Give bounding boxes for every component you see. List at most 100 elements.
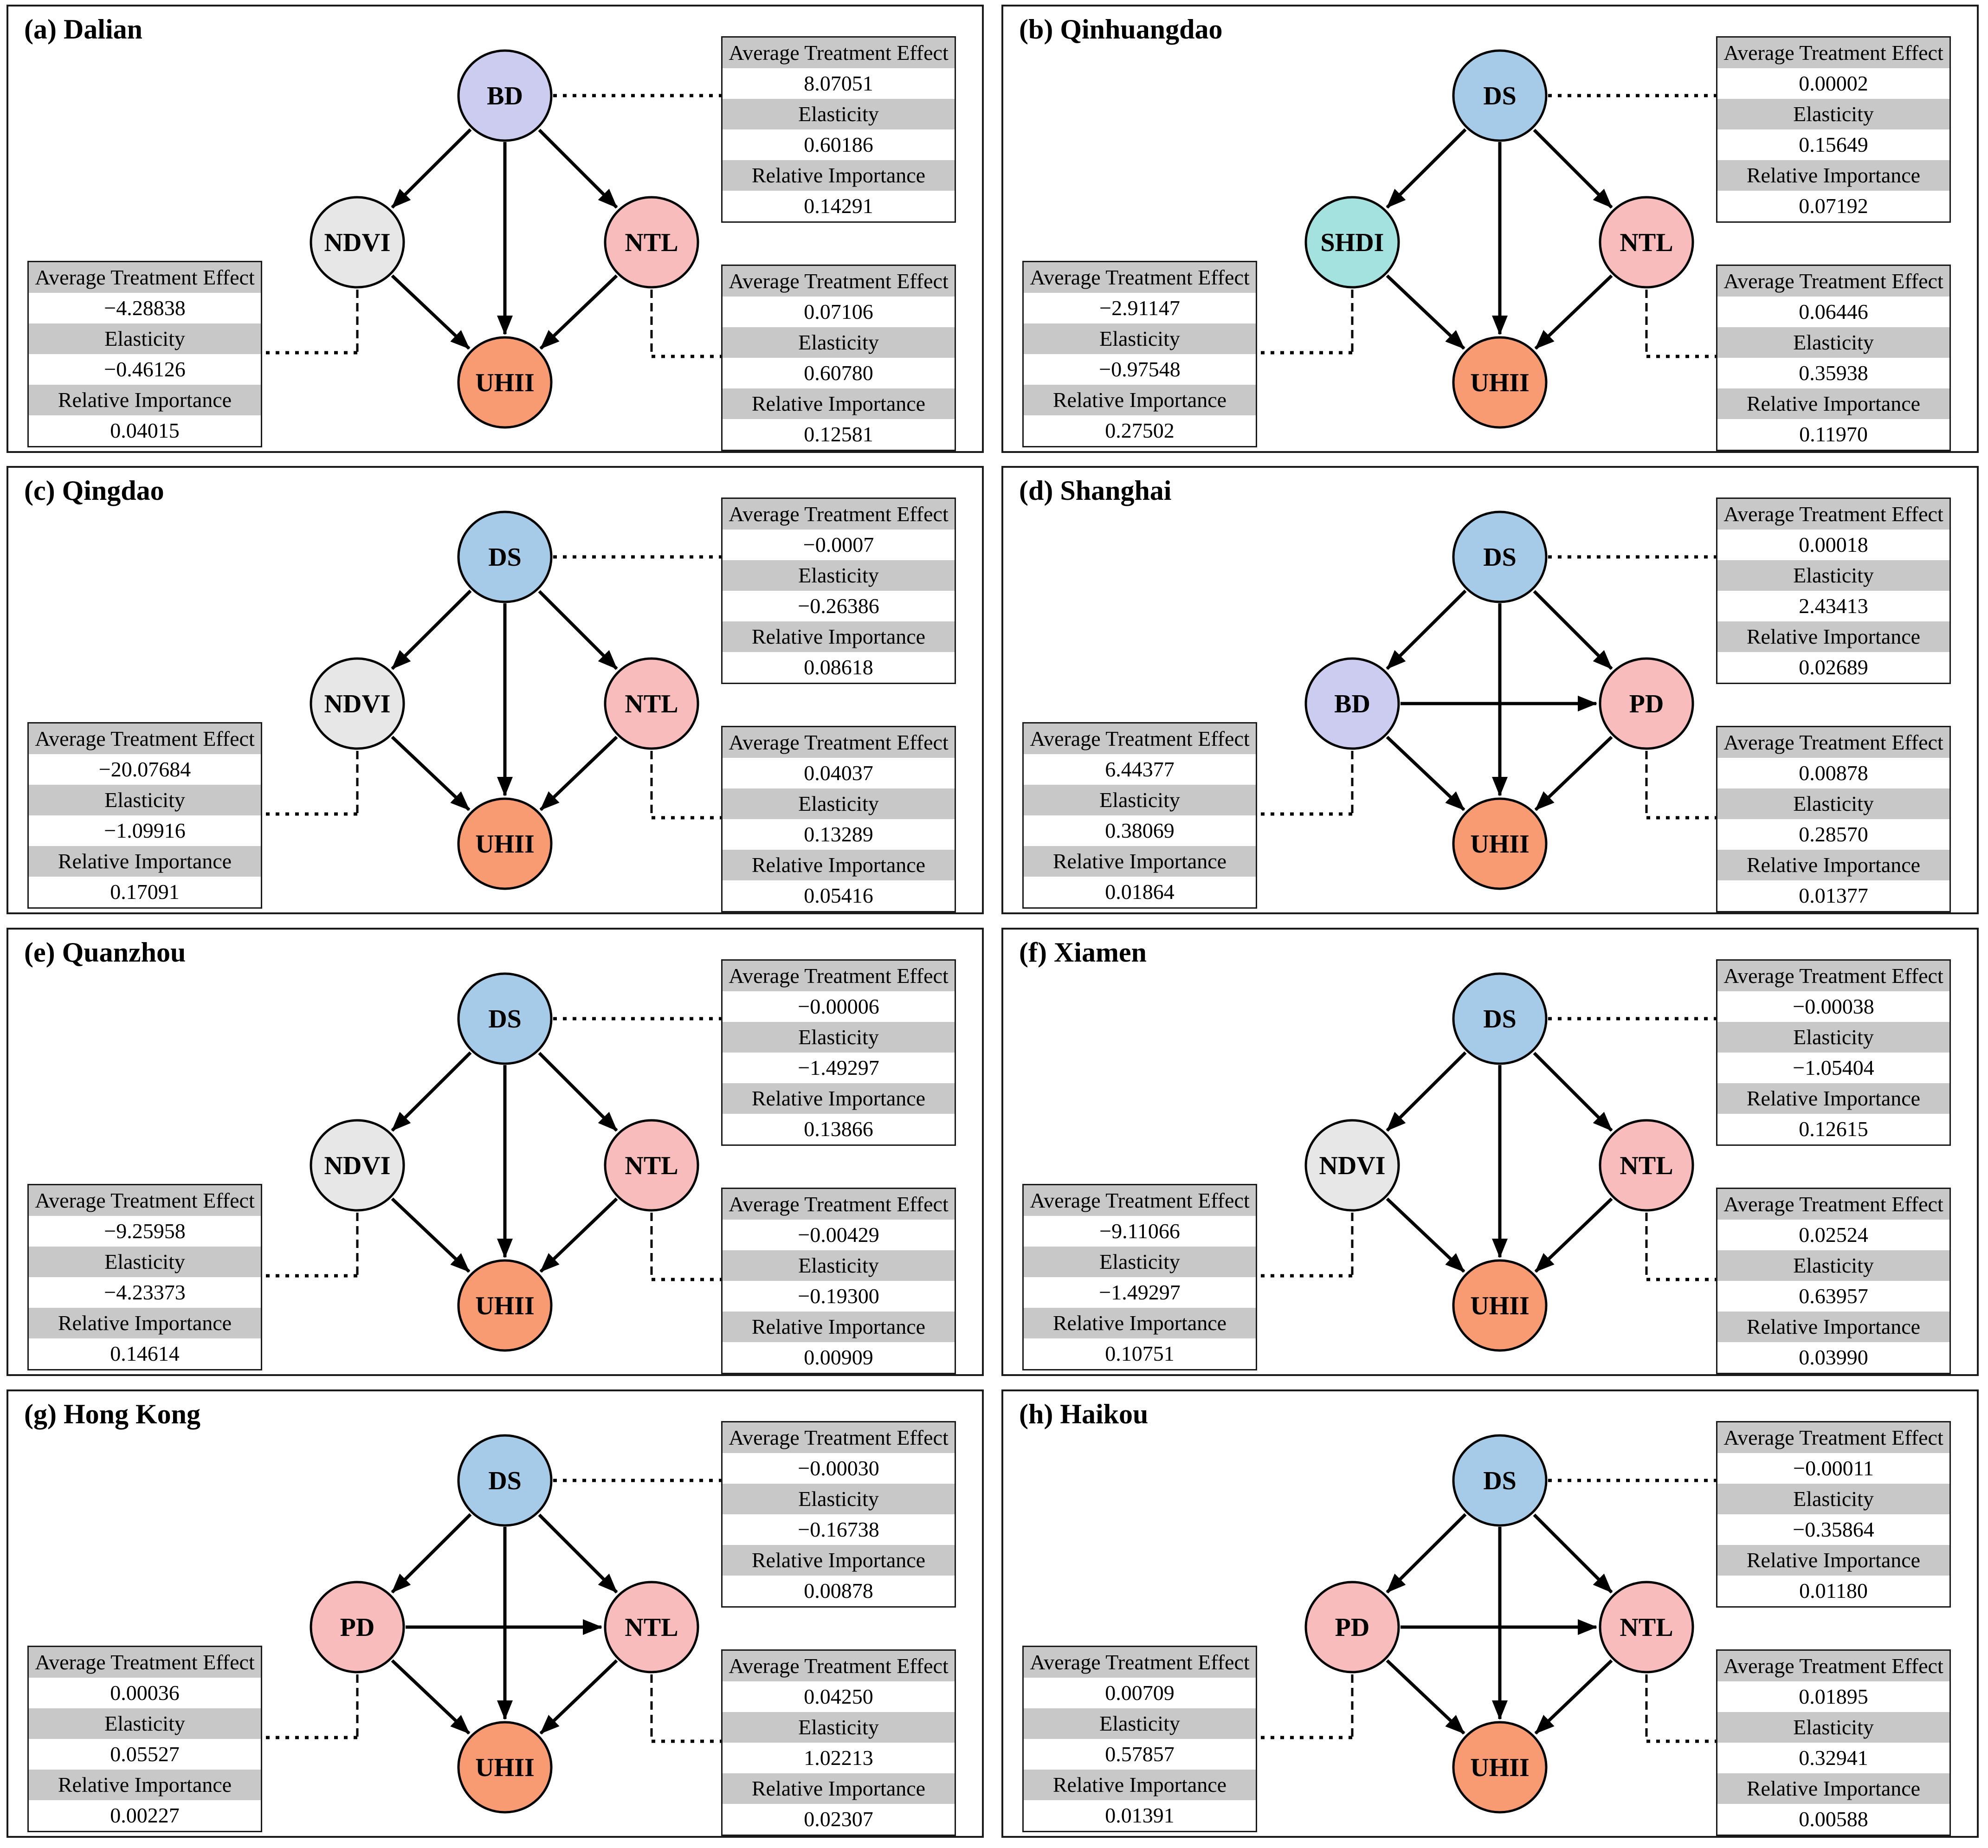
stats-header-elasticity: Elasticity <box>1717 99 1949 129</box>
stats-value-importance: 0.13866 <box>723 1114 955 1144</box>
stats-value-importance: 0.02689 <box>1717 652 1949 683</box>
node-right <box>604 657 699 750</box>
stats-value-ate: 6.44377 <box>1024 754 1256 785</box>
arrow-top-to-right <box>1533 1513 1613 1594</box>
stats-header-elasticity: Elasticity <box>723 1250 955 1281</box>
node-left-label: NDVI <box>324 1151 390 1180</box>
arrow-left-to-bottom <box>1386 274 1465 350</box>
stats-value-ate: −9.11066 <box>1024 1216 1256 1247</box>
stats-header-importance: Relative Importance <box>29 385 261 415</box>
stats-value-elasticity: 0.63957 <box>1717 1281 1949 1312</box>
stats-header-importance: Relative Importance <box>1717 160 1949 191</box>
node-right <box>604 1119 699 1212</box>
stats-value-elasticity: 0.57857 <box>1024 1739 1256 1770</box>
causal-diagram: DS BD PD UHII <box>1254 510 1716 890</box>
stats-header-ate: Average Treatment Effect <box>723 1422 955 1453</box>
stats-header-ate: Average Treatment Effect <box>1024 262 1256 293</box>
node-left <box>310 196 405 289</box>
node-right <box>1599 657 1694 750</box>
stats-value-ate: −0.00429 <box>723 1220 955 1250</box>
stats-header-importance: Relative Importance <box>723 850 955 880</box>
stats-value-ate: 0.01895 <box>1717 1681 1949 1712</box>
node-bottom <box>457 1259 553 1352</box>
node-bottom-label: UHII <box>1470 368 1530 397</box>
stats-header-elasticity: Elasticity <box>1024 1708 1256 1739</box>
stats-table-left-node: Average Treatment Effect −2.91147 Elasti… <box>1022 261 1257 447</box>
arrow-top-to-left <box>1386 128 1467 209</box>
node-left-label: NDVI <box>324 228 390 257</box>
stats-table-top-node: Average Treatment Effect −0.0007 Elastic… <box>721 498 956 684</box>
node-left <box>1304 657 1400 750</box>
causal-diagram: DS NDVI NTL UHII <box>259 972 721 1352</box>
node-right-label: PD <box>1629 690 1664 718</box>
stats-header-elasticity: Elasticity <box>723 560 955 591</box>
causal-diagram: BD NDVI NTL UHII <box>259 49 721 429</box>
stats-value-elasticity: 0.60186 <box>723 129 955 160</box>
stats-header-importance: Relative Importance <box>29 1308 261 1338</box>
node-top <box>1452 972 1548 1065</box>
arrow-top-to-right <box>538 129 618 209</box>
arrow-top-to-right <box>1533 129 1613 209</box>
node-bottom <box>457 336 553 429</box>
stats-header-ate: Average Treatment Effect <box>723 1189 955 1220</box>
stats-header-ate: Average Treatment Effect <box>1717 1189 1949 1220</box>
stats-table-right-node: Average Treatment Effect 0.01895 Elastic… <box>1716 1649 1951 1836</box>
stats-value-importance: 0.00909 <box>723 1342 955 1373</box>
arrow-top-to-left <box>391 1051 472 1132</box>
stats-value-elasticity: 2.43413 <box>1717 591 1949 621</box>
stats-header-ate: Average Treatment Effect <box>1717 266 1949 297</box>
stats-header-ate: Average Treatment Effect <box>29 724 261 754</box>
stats-header-importance: Relative Importance <box>723 1312 955 1342</box>
arrow-top-to-left <box>1386 1051 1467 1132</box>
stats-header-elasticity: Elasticity <box>29 1247 261 1277</box>
stats-table-right-node: Average Treatment Effect 0.04250 Elastic… <box>721 1649 956 1836</box>
arrow-top-to-left <box>1386 1513 1467 1594</box>
stats-table-top-node: Average Treatment Effect −0.00006 Elasti… <box>721 959 956 1146</box>
stats-value-elasticity: 0.13289 <box>723 819 955 850</box>
stats-value-ate: 0.06446 <box>1717 297 1949 327</box>
stats-header-elasticity: Elasticity <box>1024 1247 1256 1277</box>
stats-table-top-node: Average Treatment Effect −0.00030 Elasti… <box>721 1421 956 1608</box>
stats-header-importance: Relative Importance <box>1717 850 1949 880</box>
stats-value-importance: 0.14291 <box>723 191 955 221</box>
causal-diagram: DS NDVI NTL UHII <box>259 510 721 890</box>
node-right <box>1599 1119 1694 1212</box>
stats-header-elasticity: Elasticity <box>1717 560 1949 591</box>
node-bottom-label: UHII <box>475 830 535 859</box>
panel-title: (a) Dalian <box>24 14 142 45</box>
arrow-right-to-bottom <box>539 1659 618 1735</box>
stats-header-ate: Average Treatment Effect <box>723 38 955 68</box>
panel-title: (c) Qingdao <box>24 475 164 506</box>
stats-value-importance: 0.00227 <box>29 1800 261 1831</box>
causal-diagram: DS SHDI NTL UHII <box>1254 49 1716 429</box>
stats-header-importance: Relative Importance <box>723 1083 955 1114</box>
node-top <box>457 972 553 1065</box>
stats-value-ate: 8.07051 <box>723 68 955 99</box>
arrow-top-to-right <box>538 590 618 670</box>
node-top-label: DS <box>488 543 522 572</box>
stats-header-importance: Relative Importance <box>29 846 261 877</box>
arrow-left-to-bottom <box>391 1197 471 1273</box>
node-right-label: NTL <box>625 690 678 718</box>
arrow-right-to-bottom <box>539 274 618 350</box>
node-left <box>310 1581 405 1674</box>
stats-value-importance: 0.14614 <box>29 1338 261 1369</box>
stats-value-elasticity: −1.49297 <box>1024 1277 1256 1308</box>
arrow-left-to-bottom <box>1386 736 1465 811</box>
panel-title: (b) Qinhuangdao <box>1019 14 1223 45</box>
stats-header-elasticity: Elasticity <box>29 785 261 815</box>
stats-table-left-node: Average Treatment Effect −9.25958 Elasti… <box>27 1184 262 1370</box>
arrow-top-to-left <box>391 128 472 209</box>
panel-qingdao: DS NDVI NTL UHII (c) Qingdao Average Tre… <box>6 466 984 914</box>
stats-header-elasticity: Elasticity <box>1717 327 1949 358</box>
stats-value-importance: 0.01180 <box>1717 1576 1949 1606</box>
panel-shanghai: DS BD PD UHII (d) Shanghai Average Treat… <box>1001 466 1979 914</box>
stats-header-ate: Average Treatment Effect <box>1717 727 1949 758</box>
stats-value-importance: 0.07192 <box>1717 191 1949 221</box>
node-right-label: NTL <box>625 1151 678 1180</box>
stats-header-importance: Relative Importance <box>723 1545 955 1576</box>
stats-value-importance: 0.00588 <box>1717 1804 1949 1835</box>
stats-value-ate: −0.00011 <box>1717 1453 1949 1484</box>
node-right-label: NTL <box>1620 1151 1673 1180</box>
stats-header-elasticity: Elasticity <box>723 1712 955 1743</box>
